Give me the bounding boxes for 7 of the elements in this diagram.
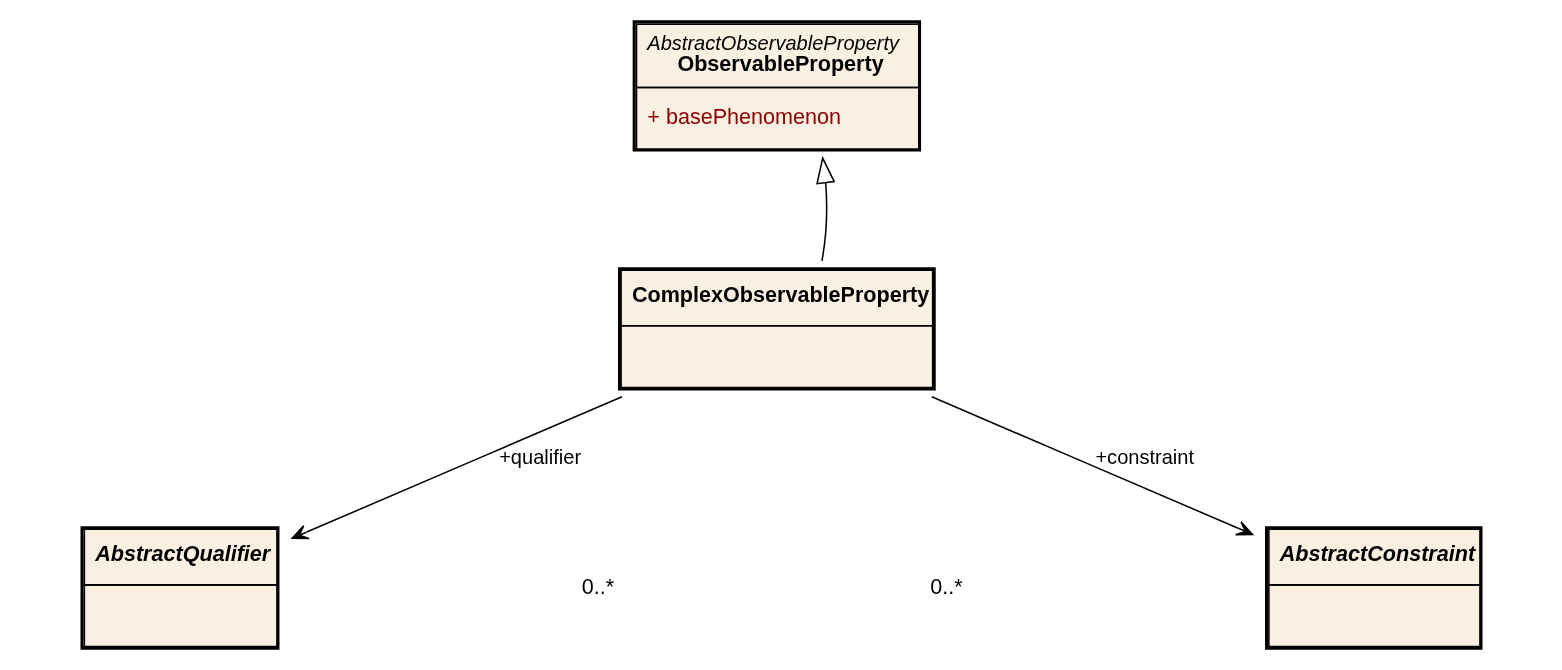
arrow (930, 396, 1253, 536)
arrow (290, 396, 623, 540)
edge-label: +qualifier (498, 445, 581, 468)
label: 0..* (581, 573, 614, 599)
arrow (815, 155, 835, 262)
edge-label: +constraint (1094, 445, 1194, 468)
label: 0..* (929, 573, 963, 599)
